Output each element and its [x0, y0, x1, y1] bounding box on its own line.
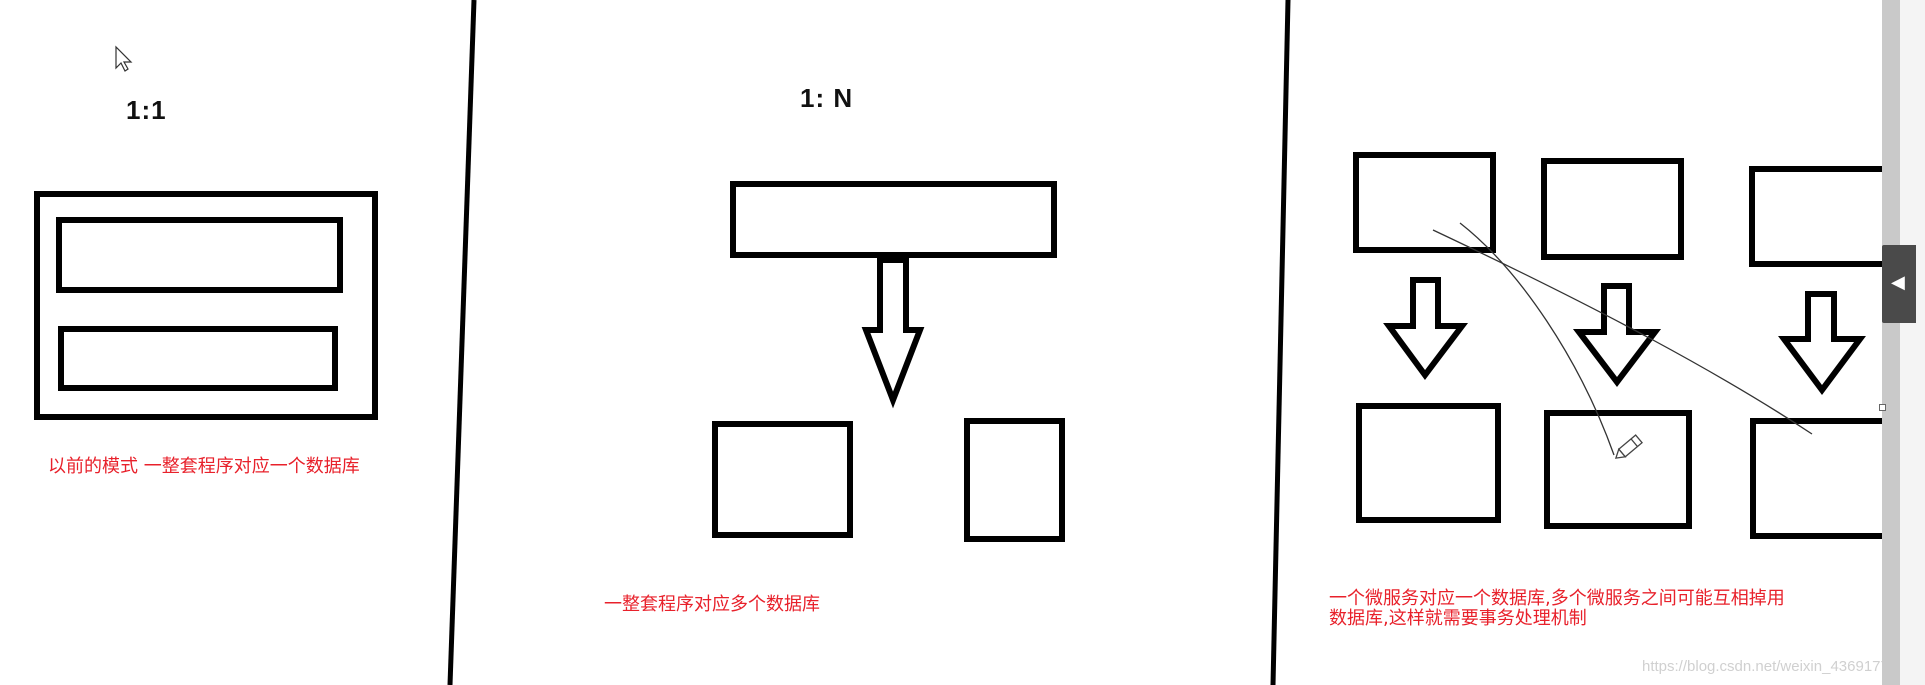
panel-one-to-one [34, 191, 378, 420]
cross-call-line-1 [1432, 229, 1813, 435]
database-box-right [964, 418, 1065, 542]
caption-one-to-one: 以前的模式 一整套程序对应一个数据库 [48, 456, 360, 477]
app-box [730, 181, 1057, 258]
ratio-label-one-to-one: 1:1 [126, 95, 167, 125]
database-box-1 [1356, 403, 1501, 523]
resize-handle[interactable] [1879, 404, 1886, 411]
caption-one-to-many: 一整套程序对应多个数据库 [604, 594, 820, 615]
service-box-1 [1353, 152, 1496, 253]
vertical-scrollbar[interactable] [1882, 0, 1900, 685]
database-box-2 [1544, 410, 1692, 529]
service-box-3 [1749, 166, 1895, 267]
pencil-cursor-icon [1614, 434, 1643, 459]
divider-line-2 [1270, 0, 1291, 685]
down-arrow-3 [1778, 291, 1866, 396]
watermark-url: https://blog.csdn.net/weixin_43691773 [1642, 658, 1898, 675]
cross-call-line-2 [1459, 222, 1615, 456]
panel-microservices [1353, 152, 1895, 539]
app-module-box-top [56, 217, 343, 293]
database-box-3 [1750, 418, 1895, 539]
database-box-left [712, 421, 853, 538]
scrollbar-track [1900, 0, 1925, 685]
down-arrow [861, 257, 925, 409]
caption-microservices-line-2: 数据库,这样就需要事务处理机制 [1329, 608, 1587, 629]
down-arrow-2 [1572, 283, 1662, 387]
app-module-box-bottom [58, 326, 338, 391]
service-box-2 [1541, 158, 1684, 260]
divider-line-1 [447, 0, 477, 685]
panel-one-to-many [712, 181, 1065, 542]
down-arrow-1 [1383, 277, 1469, 381]
app-container-box [34, 191, 378, 420]
caption-microservices-line-1: 一个微服务对应一个数据库,多个微服务之间可能互相掉用 [1329, 588, 1785, 609]
collapse-left-icon: ◀ [1891, 272, 1905, 293]
cursor-arrow-icon [115, 45, 133, 72]
ratio-label-one-to-many: 1: N [800, 83, 854, 113]
collapse-panel-button[interactable]: ◀ [1882, 245, 1916, 323]
